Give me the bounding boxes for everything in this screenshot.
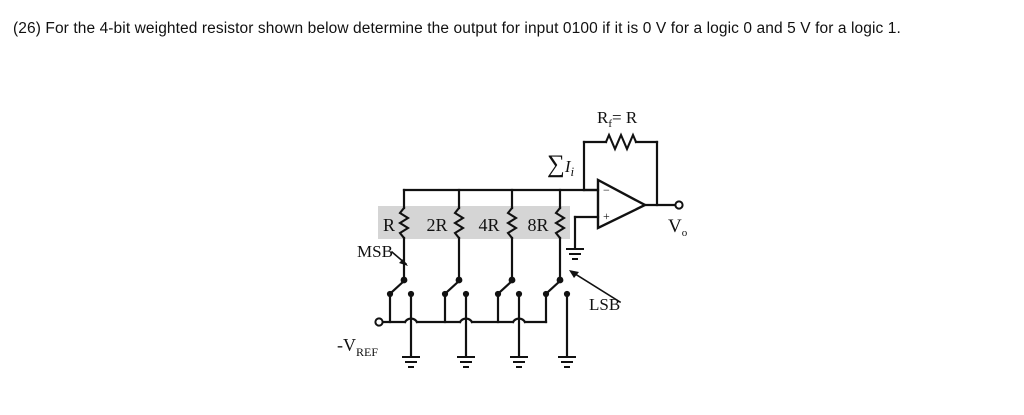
switch-3-blade[interactable] <box>498 279 514 294</box>
opamp-inverting-sign: − <box>603 183 610 197</box>
ground-symbol-1 <box>402 356 420 368</box>
summing-current-sigma: ∑ <box>547 151 565 178</box>
reference-voltage-label-main: -V <box>337 335 356 355</box>
switch-3-left-contact-dot <box>494 290 502 298</box>
feedback-resistor-zigzag <box>604 132 638 152</box>
switch-2-pivot-dot <box>455 276 463 284</box>
ground-symbol-2 <box>457 356 475 368</box>
resistor-label-2: 2R <box>426 215 447 235</box>
resistor-2-zigzag <box>453 206 465 240</box>
summing-current-label: ∑Ii <box>547 151 575 179</box>
switch-1-blade[interactable] <box>390 279 406 294</box>
feedback-resistor-label-tail: = R <box>612 108 638 127</box>
lsb-label: LSB <box>589 295 620 314</box>
resistor-label-highlight <box>378 206 570 239</box>
switch-4-blade[interactable] <box>546 279 562 294</box>
switch-3-right-contact-dot <box>515 290 523 298</box>
switch-4-right-contact-dot <box>563 290 571 298</box>
resistor-4-zigzag <box>554 206 566 240</box>
switch-1-left-contact-dot <box>386 290 394 298</box>
resistor-3-zigzag <box>506 206 518 240</box>
ground-symbol-4 <box>558 356 576 368</box>
vref-terminal <box>374 317 384 327</box>
switch-1-right-contact-dot <box>407 290 415 298</box>
opamp-noninverting-sign: + <box>603 209 610 223</box>
resistor-label-4: 8R <box>527 215 548 235</box>
output-terminal <box>674 200 684 210</box>
output-voltage-label: Vo <box>668 216 688 239</box>
switch-2-right-contact-dot <box>462 290 470 298</box>
resistor-label-3: 4R <box>478 215 499 235</box>
feedback-resistor-label-main: R <box>597 108 609 127</box>
output-voltage-label-main: V <box>668 216 682 237</box>
question-text: (26) For the 4-bit weighted resistor sho… <box>13 20 901 37</box>
resistor-label-1: R <box>383 215 395 235</box>
msb-label: MSB <box>357 242 393 261</box>
switch-2-left-contact-dot <box>441 290 449 298</box>
resistor-1-zigzag <box>398 206 410 240</box>
lsb-arrowhead <box>569 270 579 278</box>
feedback-resistor-label: Rf= R <box>597 108 638 130</box>
switch-2-blade[interactable] <box>445 279 461 294</box>
reference-voltage-label-sub: REF <box>356 345 378 359</box>
switch-3-pivot-dot <box>508 276 516 284</box>
lsb-leader-line <box>570 270 622 304</box>
msb-arrowhead <box>399 259 408 266</box>
feedback-resistor-label-sub: f <box>608 118 612 130</box>
ground-symbol-opamp <box>566 248 584 260</box>
switch-4-pivot-dot <box>556 276 564 284</box>
ground-symbol-3 <box>510 356 528 368</box>
switch-1-pivot-dot <box>400 276 408 284</box>
output-voltage-label-sub: o <box>682 227 688 239</box>
reference-voltage-label: -VREF <box>337 335 378 359</box>
summing-current-subject: I <box>564 157 572 176</box>
switch-4-left-contact-dot <box>542 290 550 298</box>
opamp-body <box>596 178 648 230</box>
summing-current-subscript: i <box>571 164 575 179</box>
ground-symbols-group <box>402 248 584 368</box>
